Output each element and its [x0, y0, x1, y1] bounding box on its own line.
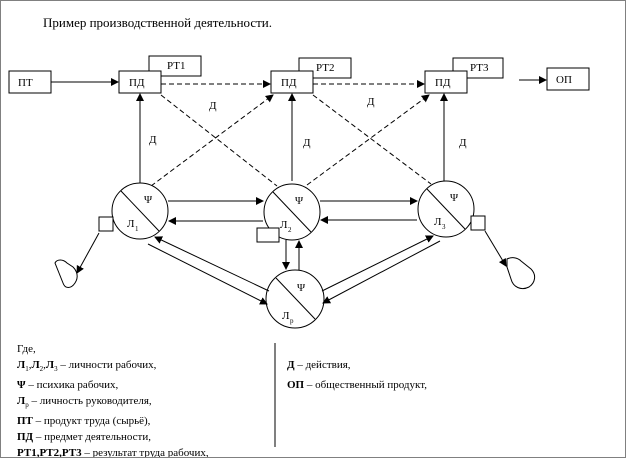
legend-psi: Ψ – психика рабочих, — [17, 379, 119, 392]
legend-workers: Л1,Л2,Л3 – личности рабочих, — [17, 359, 157, 374]
lr-subscript: р — [290, 317, 294, 325]
person-l1: Ψ Л 1 — [111, 182, 169, 240]
pd1-to-l2-dashed — [160, 94, 278, 187]
psi-symbol-l1: Ψ — [144, 194, 153, 206]
foot-shape-right — [506, 257, 536, 290]
person-lr: Ψ Л р — [265, 269, 325, 329]
pd1-label: ПД — [129, 77, 145, 89]
diagram-title: Пример производственной деятельности. — [43, 15, 272, 30]
legend-rt: РТ1,РТ2,РТ3 – результат труда рабочих, — [17, 447, 209, 458]
legend-d: Д – действия, — [287, 359, 351, 371]
psi-symbol-l3: Ψ — [450, 192, 459, 204]
l3-subscript: 3 — [442, 223, 446, 231]
l1-to-lr-arrow — [147, 243, 268, 305]
l2-subscript: 2 — [288, 226, 292, 234]
pd3-label: ПД — [435, 77, 451, 89]
psi-symbol-lr: Ψ — [297, 282, 306, 294]
lr-to-l1-arrow — [154, 236, 270, 292]
legend-lr: Лр – личность руководителя, — [17, 395, 152, 410]
rt1-label: РТ1 — [167, 60, 185, 72]
person-l2: Ψ Л 2 — [263, 183, 321, 241]
d-label-12: Д — [209, 100, 217, 112]
l-letter-lr: Л — [282, 310, 290, 322]
rt2-label: РТ2 — [316, 62, 334, 74]
l3-out-arrow — [484, 230, 507, 267]
l2-to-pd3-dashed — [306, 94, 430, 186]
d-label-up3: Д — [459, 137, 467, 149]
l3-to-lr-arrow — [322, 240, 441, 304]
legend-where: Где, — [17, 343, 36, 355]
legend-pt: ПТ – продукт труда (сырьё), — [17, 415, 151, 428]
legend-op: ОП – общественный продукт, — [287, 379, 427, 391]
rt1-box — [148, 55, 202, 77]
rt3-label: РТ3 — [470, 62, 489, 74]
pd2-to-l3-dashed — [312, 94, 432, 185]
d-label-23: Д — [367, 96, 375, 108]
op-label: ОП — [556, 74, 572, 86]
d-label-up1: Д — [149, 134, 157, 146]
op-box — [546, 67, 590, 91]
l1-self-box — [98, 216, 114, 232]
l1-to-pd2-dashed — [150, 94, 274, 187]
legend-left: Где, Л1,Л2,Л3 – личности рабочих, Ψ – пс… — [17, 341, 209, 458]
legend-pd: ПД – предмет деятельности, — [17, 431, 151, 444]
l1-subscript: 1 — [135, 225, 139, 233]
legend-right: Д – действия, ОП – общественный продукт, — [287, 357, 427, 393]
foot-shape-left — [54, 259, 78, 288]
l-letter-l1: Л — [127, 218, 135, 230]
l-letter-l2: Л — [280, 219, 288, 231]
l3-self-box — [470, 215, 486, 231]
pd2-label: ПД — [281, 77, 297, 89]
lr-to-l3-arrow — [321, 235, 434, 292]
person-l3: Ψ Л 3 — [417, 180, 475, 238]
l1-out-arrow — [76, 232, 100, 274]
d-label-up2: Д — [303, 137, 311, 149]
l2-self-box — [256, 227, 280, 243]
pt-label: ПТ — [18, 77, 33, 89]
psi-symbol-l2: Ψ — [295, 195, 304, 207]
l-letter-l3: Л — [434, 216, 442, 228]
